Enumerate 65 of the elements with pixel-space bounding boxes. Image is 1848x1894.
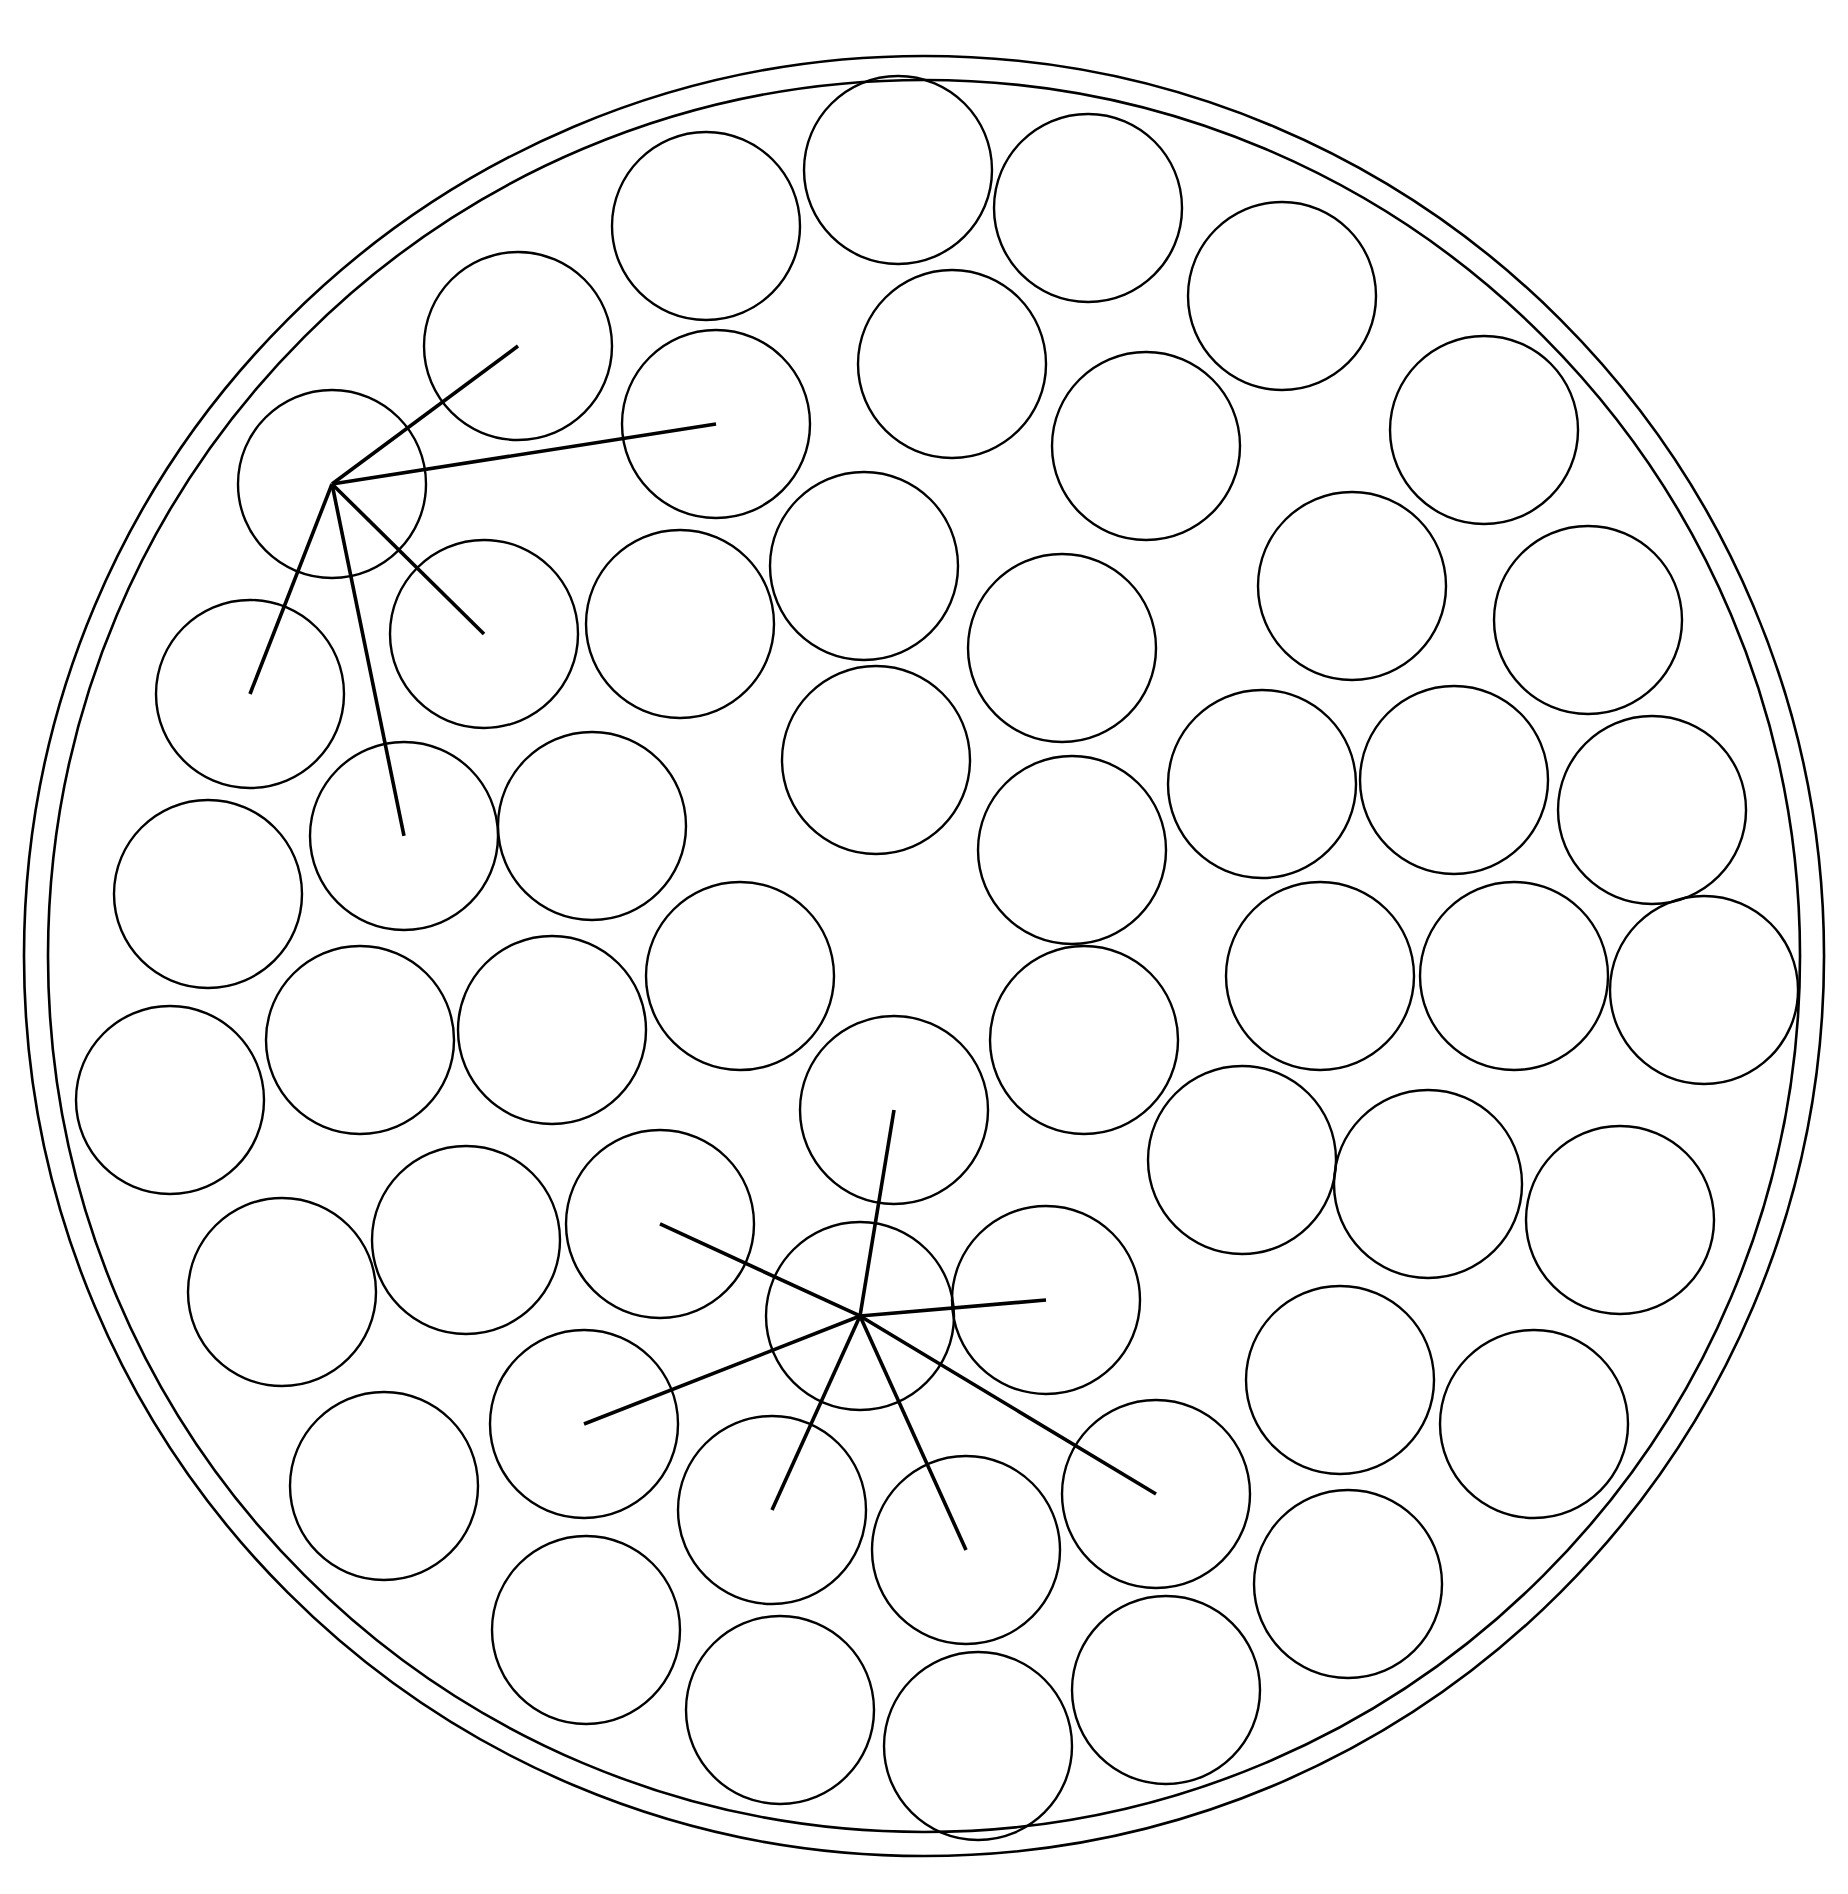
circle xyxy=(610,130,802,322)
circle xyxy=(1524,1124,1716,1316)
circle xyxy=(1252,1488,1444,1680)
circle xyxy=(802,74,994,266)
circle xyxy=(1418,880,1610,1072)
line xyxy=(859,1314,1157,1496)
circle xyxy=(186,1196,378,1388)
circle xyxy=(1244,1284,1436,1476)
circle xyxy=(564,1128,756,1320)
circle xyxy=(370,1144,562,1336)
circle xyxy=(988,944,1180,1136)
circle xyxy=(780,664,972,856)
circle xyxy=(950,1204,1142,1396)
circle xyxy=(388,538,580,730)
circle xyxy=(74,1004,266,1196)
circle xyxy=(1060,1398,1252,1590)
circle xyxy=(870,1454,1062,1646)
circle xyxy=(764,1220,956,1412)
line xyxy=(859,1298,1047,1318)
circle xyxy=(488,1328,680,1520)
line xyxy=(858,1315,968,1551)
circle xyxy=(154,598,346,790)
circle xyxy=(644,880,836,1072)
circle xyxy=(1224,880,1416,1072)
circle xyxy=(768,470,960,662)
circle xyxy=(288,1390,480,1582)
circle xyxy=(236,388,428,580)
circle xyxy=(1070,1594,1262,1786)
circle xyxy=(1146,1064,1338,1256)
circle xyxy=(1186,200,1378,392)
circle xyxy=(1050,350,1242,542)
circle xyxy=(1556,714,1748,906)
circle xyxy=(620,328,812,520)
circle xyxy=(798,1014,990,1206)
circle xyxy=(496,730,688,922)
line xyxy=(331,422,717,486)
circle xyxy=(1256,490,1448,682)
circle xyxy=(1358,684,1550,876)
line xyxy=(248,483,334,695)
circle xyxy=(1166,688,1358,880)
circle xyxy=(308,740,500,932)
line xyxy=(770,1315,862,1511)
circle xyxy=(966,552,1158,744)
line xyxy=(330,344,520,486)
circle xyxy=(264,944,456,1136)
circle xyxy=(490,1534,682,1726)
circle xyxy=(1388,334,1580,526)
circle xyxy=(112,798,304,990)
circle xyxy=(976,754,1168,946)
circle xyxy=(1438,1328,1630,1520)
circle xyxy=(1608,894,1800,1086)
circle xyxy=(456,934,648,1126)
circle xyxy=(422,250,614,442)
line xyxy=(330,483,406,837)
circle xyxy=(992,112,1184,304)
circle xyxy=(676,1414,868,1606)
line xyxy=(330,482,486,636)
circle xyxy=(1492,524,1684,716)
circle xyxy=(684,1614,876,1806)
circle xyxy=(1332,1088,1524,1280)
circle xyxy=(584,528,776,720)
circle xyxy=(856,268,1048,460)
double-ring xyxy=(22,54,1826,1858)
circle xyxy=(882,1650,1074,1842)
line xyxy=(583,1314,861,1426)
